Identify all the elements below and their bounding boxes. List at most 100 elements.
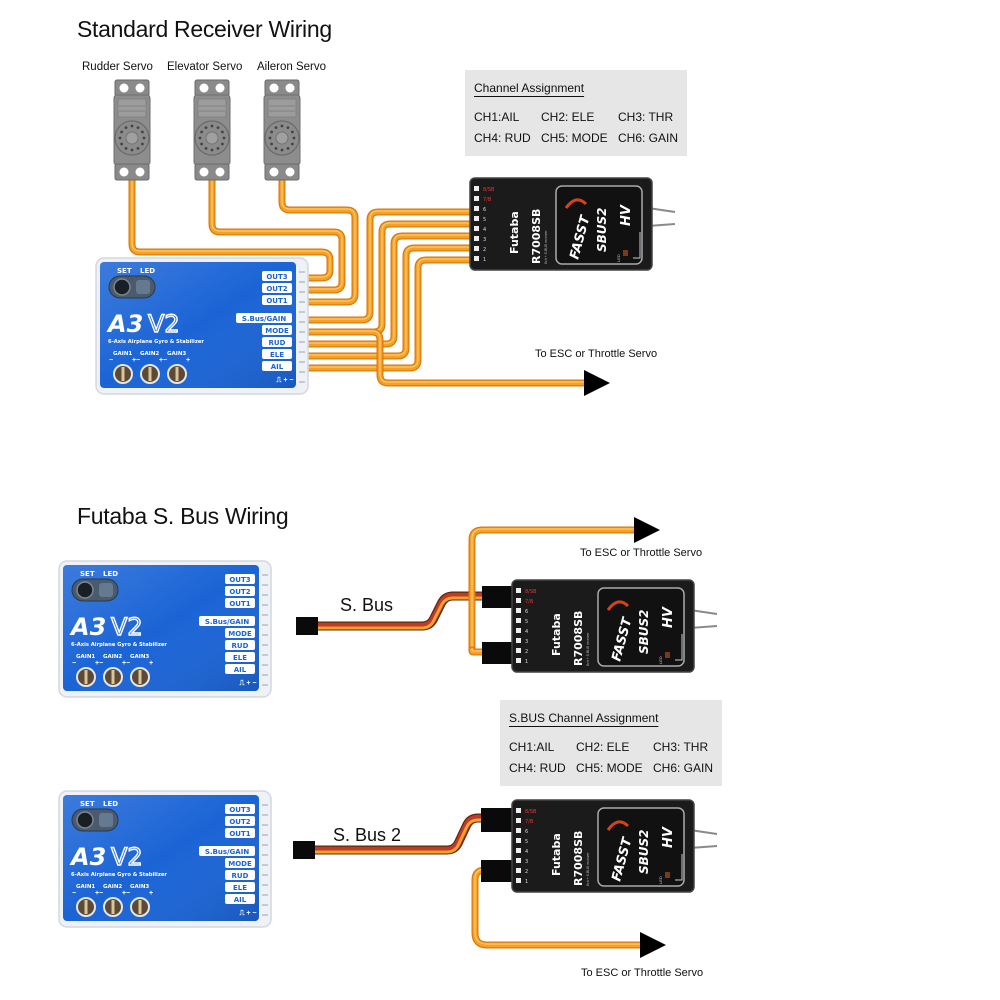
gain-label: GAIN3 (130, 884, 149, 890)
arrow-icon (634, 517, 660, 543)
port-label-box (236, 313, 292, 323)
pin-icon (516, 618, 521, 623)
pin-label: 8/SB (483, 187, 495, 193)
arrow-icon (640, 932, 666, 958)
port-label-ele: ELE (233, 884, 247, 892)
port-label-box (225, 894, 255, 904)
pin-label: 8/SB (525, 589, 537, 595)
channel-cell: CH2: ELE (576, 740, 630, 754)
pin-label: 2 (525, 869, 528, 875)
port-label-out3: OUT3 (266, 273, 287, 281)
led-label: LED (103, 570, 118, 578)
pin-icon (474, 246, 479, 251)
port-label-box (262, 295, 292, 305)
port-label-box (225, 664, 255, 674)
ele-wire (296, 244, 474, 360)
hv-logo: HV (661, 826, 676, 848)
pin-label: 5 (483, 217, 486, 223)
pin-icon (516, 818, 521, 823)
sbus-channel-assignment-box: S.BUS Channel Assignment CH1:AIL CH2: EL… (500, 700, 722, 786)
port-label-box (225, 652, 255, 662)
gain-label: GAIN1 (76, 654, 95, 660)
port-label-box (225, 870, 255, 880)
receiver-fine-print: 8ch + S.BUS receiver (586, 632, 590, 666)
hv-logo: HV (619, 204, 634, 226)
set-label: SET (117, 267, 132, 275)
sbus2-cable (315, 813, 510, 855)
minus-sign: − (72, 660, 76, 667)
controller-subtitle: 6-Axis Airplane Gyro & Stabilizer (108, 339, 204, 345)
pin-label: 5 (525, 619, 528, 625)
pin-icon (474, 196, 479, 201)
pin-label: 8/SB (525, 809, 537, 815)
esc-connector-receiver (482, 642, 514, 664)
pin-icon (474, 216, 479, 221)
rudder-servo-label: Rudder Servo (82, 61, 153, 73)
gain-label: GAIN3 (130, 654, 149, 660)
channel-assignment-box: Channel Assignment CH1:AIL CH2: ELE CH3:… (465, 70, 687, 156)
led-icon (136, 280, 150, 294)
pin-icon (516, 808, 521, 813)
receiver-panel (555, 185, 643, 265)
port-label-box (199, 616, 255, 626)
esc-wire-sbus-tail (468, 646, 504, 656)
port-label-box (225, 574, 255, 584)
pin-icon (516, 878, 521, 883)
plus-sign: + (122, 890, 126, 897)
receiver-brand: Futaba (550, 613, 563, 656)
sbus-connector-controller (296, 617, 318, 635)
esc-wire-sbus (468, 526, 639, 654)
minus-sign: − (163, 357, 167, 364)
elevator-servo (193, 79, 231, 181)
led-label: LED (103, 800, 118, 808)
port-label-box (262, 283, 292, 293)
plus-sign: + (95, 890, 99, 897)
pin-icon (474, 186, 479, 191)
port-label-box (225, 804, 255, 814)
channel-cell: CH3: THR (618, 110, 674, 124)
esc-note-sbus: To ESC or Throttle Servo (580, 547, 703, 559)
port-label-box (225, 640, 255, 650)
plus-sign: + (149, 660, 153, 667)
port-label-box (262, 271, 292, 281)
receiver-led-icon (665, 652, 670, 658)
sbus2-logo: SBUS2 (637, 829, 651, 874)
minus-sign: − (126, 660, 130, 667)
sbus-gain-wire (296, 208, 474, 324)
channel-assignment-heading: Channel Assignment (474, 81, 585, 95)
receiver-model: R7008SB (572, 611, 585, 666)
pin-label: 1 (483, 257, 486, 263)
esc-note-sbus2: To ESC or Throttle Servo (581, 967, 704, 979)
receiver-panel (597, 587, 685, 667)
port-label-mode: MODE (228, 860, 252, 868)
port-label-sbusgain: S.Bus/GAIN (242, 315, 287, 323)
port-label-ele: ELE (270, 351, 284, 359)
minus-sign: − (72, 890, 76, 897)
pin-label: 6 (525, 829, 528, 835)
pin-label: 2 (525, 649, 528, 655)
receiver-led-icon (665, 872, 670, 878)
plus-sign: + (149, 890, 153, 897)
channel-cell: CH1:AIL (509, 740, 555, 754)
esc-note-standard: To ESC or Throttle Servo (535, 348, 658, 360)
pin-icon (474, 256, 479, 261)
set-button-icon (76, 581, 94, 599)
plus-sign: + (122, 660, 126, 667)
port-label-out2: OUT2 (266, 285, 287, 293)
channel-cell: CH5: MODE (541, 131, 608, 145)
pin-label: 3 (525, 859, 528, 865)
port-label-out1: OUT1 (229, 830, 250, 838)
set-button-icon (76, 811, 94, 829)
gain-label: GAIN3 (167, 351, 186, 357)
port-label-out3: OUT3 (229, 576, 250, 584)
pin-icon (516, 838, 521, 843)
pin-icon (516, 658, 521, 663)
pin-icon (474, 226, 479, 231)
elevator-servo-wire (208, 174, 346, 294)
port-label-mode: MODE (228, 630, 252, 638)
aileron-servo-label: Aileron Servo (257, 61, 327, 73)
port-label-box (225, 858, 255, 868)
minus-sign: − (99, 660, 103, 667)
